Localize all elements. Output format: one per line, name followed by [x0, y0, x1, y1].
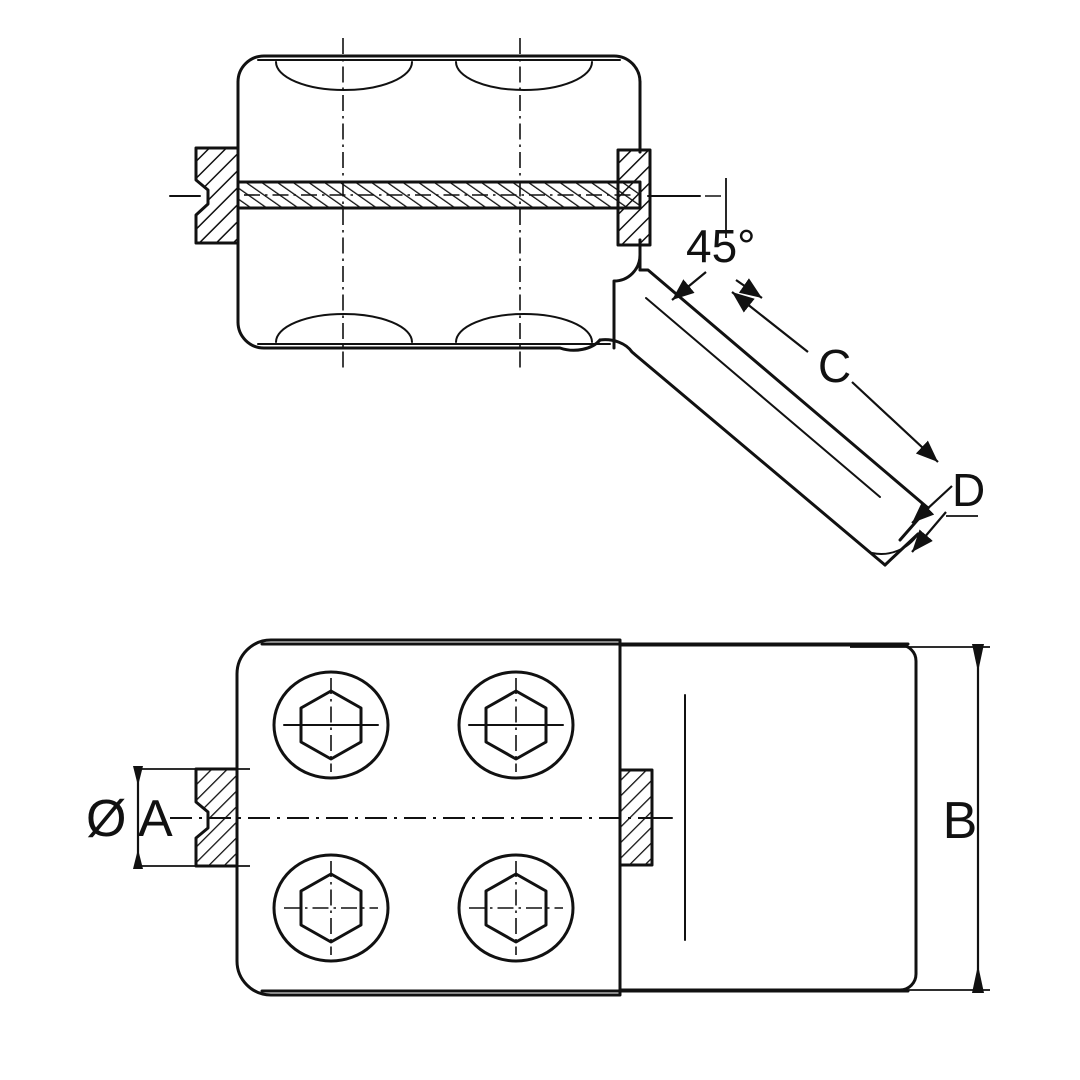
bottom-view-group: Ø A B [86, 638, 990, 997]
plan-left-block-outline [235, 638, 622, 997]
top-view-boss-lower-2 [455, 313, 593, 343]
arm-lower-edge [598, 338, 887, 567]
dim-d-leader-upper [911, 485, 953, 524]
top-view-right-flange-outline [616, 148, 652, 247]
hole-outer-circle [272, 670, 390, 780]
arm-inner-edge-line [645, 297, 881, 498]
dim-a-arrow-bottom [133, 849, 143, 869]
plan-hole-4 [457, 853, 575, 963]
plan-left-shaft-boss-outline [194, 767, 239, 868]
arm-tip-cap [883, 506, 930, 567]
plan-right-tab [618, 768, 654, 867]
dim-a-label: Ø A [86, 790, 173, 848]
top-view-boss-upper-2 [455, 61, 593, 91]
arm-tip-round [871, 533, 919, 555]
plan-hole-2 [457, 670, 575, 780]
dim-a-arrow-top [133, 766, 143, 786]
top-view-left-bolt-head-outline [194, 146, 240, 245]
dim-b-arrow-top [972, 644, 984, 672]
arm-upper-edge [638, 268, 930, 510]
angle-45-label: 45° [686, 220, 756, 272]
top-view-left-bolt-head [194, 146, 240, 245]
angle-arrow-right [735, 278, 763, 299]
hole-hex [299, 872, 363, 944]
hole-outer-circle [457, 853, 575, 963]
plan-hole-3 [272, 853, 390, 963]
top-view-group: 45° C D [169, 38, 985, 567]
plan-right-block-outline [618, 643, 918, 992]
dim-b-label: B [943, 792, 978, 850]
hole-hex [484, 689, 548, 761]
dim-c-label: C [818, 340, 851, 392]
top-view-body-outline [236, 54, 642, 352]
hole-outer-circle [272, 853, 390, 963]
dim-c-leader-lower [851, 381, 939, 463]
top-view-boss-upper-1 [275, 61, 413, 91]
plan-left-shaft-boss [194, 767, 239, 868]
dim-d-leader-lower [911, 511, 947, 553]
hole-hex [484, 872, 548, 944]
top-view-boss-lower-1 [275, 313, 413, 343]
dim-d-label: D [952, 464, 985, 516]
angle-arrow-left [671, 271, 707, 301]
hole-hex [299, 689, 363, 761]
plan-hole-1 [272, 670, 390, 780]
hole-outer-circle [457, 670, 575, 780]
top-view-right-flange [616, 148, 652, 247]
dim-c-leader-upper [731, 291, 809, 353]
dim-b-arrow-bottom [972, 965, 984, 993]
